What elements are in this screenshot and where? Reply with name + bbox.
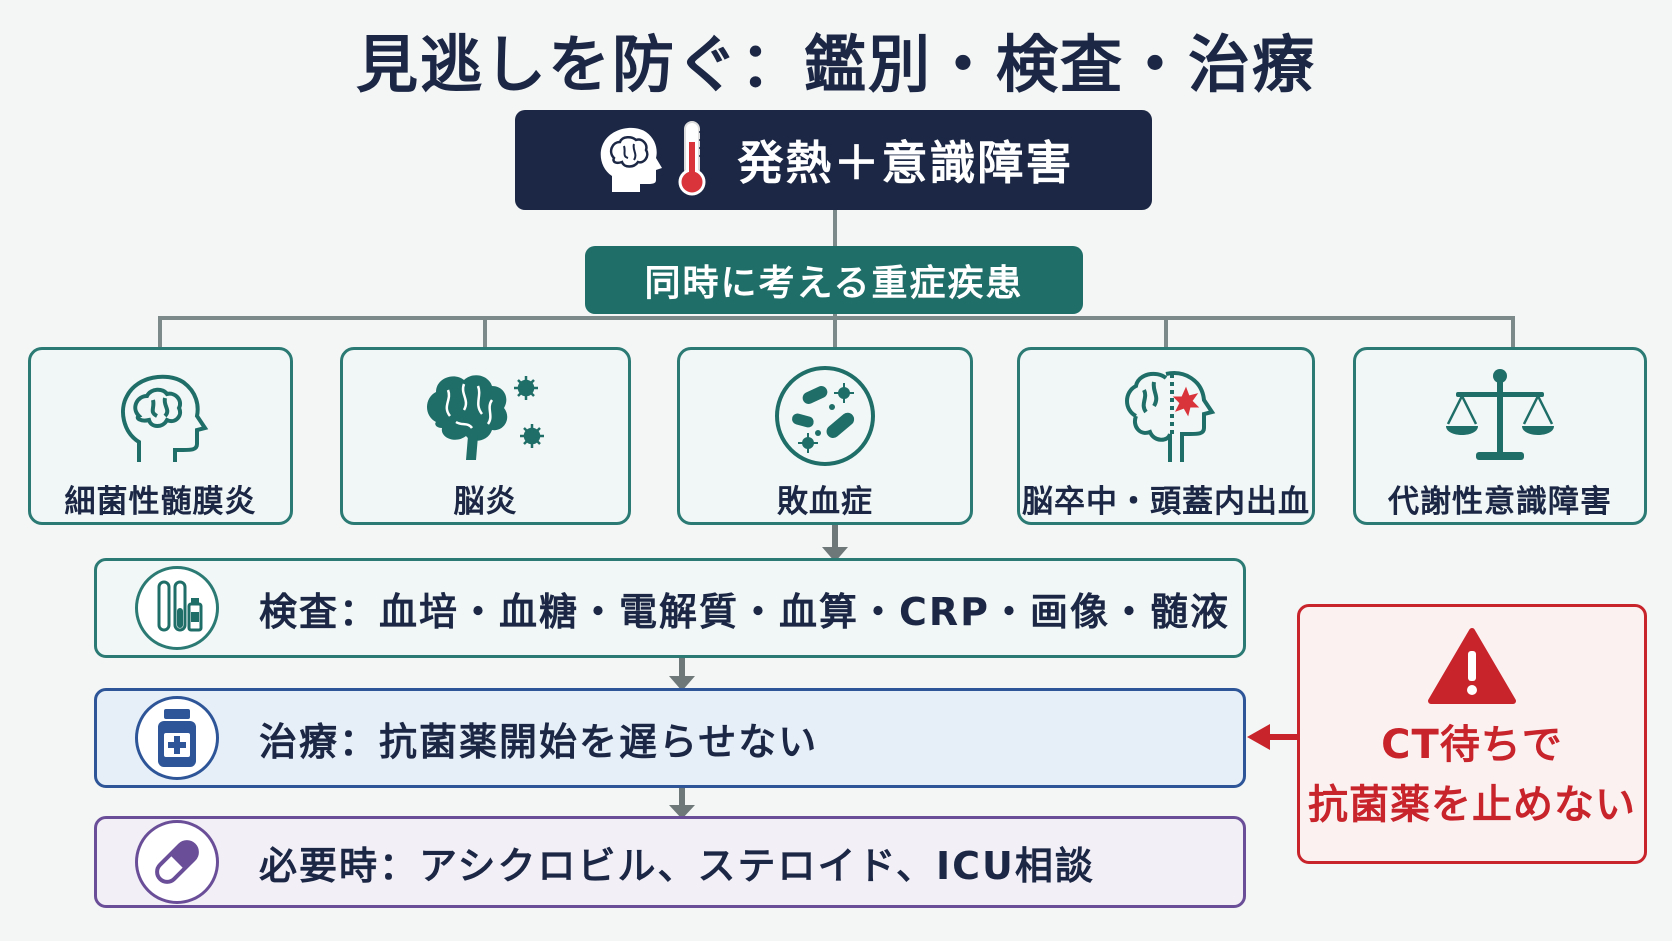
disease-card-sepsis: 敗血症 <box>677 347 973 525</box>
step-label: 治療：抗菌薬開始を遅らせない <box>259 719 819 764</box>
page-title: 見逃しを防ぐ：鑑別・検査・治療 <box>355 28 1316 101</box>
test-tube-icon <box>135 566 219 650</box>
warning-line-1: CT待ちで <box>1381 722 1563 768</box>
disease-card-encephalitis: 脳炎 <box>340 347 631 525</box>
warning-line-2: 抗菌薬を止めない <box>1308 782 1636 828</box>
disease-label: 脳卒中・頭蓋内出血 <box>1022 484 1310 520</box>
scale-icon <box>1442 362 1558 470</box>
medicine-bottle-icon <box>135 696 219 780</box>
disease-card-meningitis: 細菌性髄膜炎 <box>28 347 293 525</box>
step-label: 必要時：アシクロビル、ステロイド、ICU相談 <box>259 843 1095 888</box>
disease-label: 代謝性意識障害 <box>1388 484 1612 520</box>
brain-head-icon <box>111 362 211 470</box>
step-label: 検査：血培・血糖・電解質・血算・CRP・画像・髄液 <box>259 589 1231 634</box>
disease-label: 敗血症 <box>777 484 873 520</box>
disease-label: 細菌性髄膜炎 <box>64 484 257 520</box>
differential-header: 同時に考える重症疾患 <box>585 246 1083 314</box>
step-treatment: 治療：抗菌薬開始を遅らせない <box>94 688 1246 788</box>
bacteria-icon <box>772 362 878 470</box>
warning-box: CT待ちで 抗菌薬を止めない <box>1297 604 1647 864</box>
thermometer-icon <box>674 120 710 200</box>
disease-card-metabolic: 代謝性意識障害 <box>1353 347 1647 525</box>
brain-virus-icon <box>416 362 556 470</box>
capsule-icon <box>135 820 219 904</box>
step-tests: 検査：血培・血糖・電解質・血算・CRP・画像・髄液 <box>94 558 1246 658</box>
brain-head-icon <box>594 122 664 198</box>
step-if-needed: 必要時：アシクロビル、ステロイド、ICU相談 <box>94 816 1246 908</box>
main-symptom-box: 発熱＋意識障害 <box>515 110 1152 210</box>
warning-icon <box>1427 627 1517 709</box>
main-symptom-label: 発熱＋意識障害 <box>737 136 1074 190</box>
disease-label: 脳炎 <box>453 484 518 520</box>
disease-card-stroke: 脳卒中・頭蓋内出血 <box>1017 347 1315 525</box>
brain-hemorrhage-icon <box>1114 362 1218 470</box>
